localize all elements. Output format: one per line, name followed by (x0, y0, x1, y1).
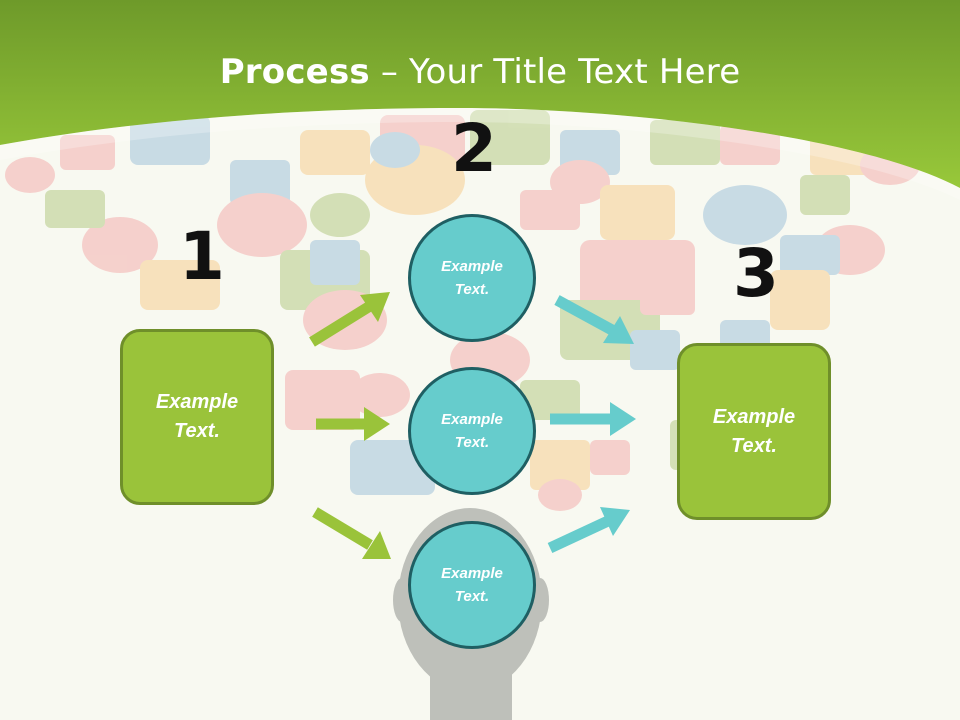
circle-bottom-line1: Example (441, 565, 503, 582)
teal-arrow-right (550, 402, 636, 436)
circle-top-line2: Text. (454, 281, 490, 298)
teal-arrow-up (547, 507, 630, 553)
title-rest: – Your Title Text Here (369, 52, 741, 92)
green-arrow-down (312, 507, 391, 559)
step-number-3: 3 (733, 235, 779, 312)
circle-top: Example Text. (408, 214, 536, 342)
step-number-1: 1 (179, 218, 225, 295)
step-3-box-line1: Example (712, 405, 796, 428)
slide-title: Process – Your Title Text Here (0, 52, 960, 92)
teal-arrow-down (554, 295, 634, 344)
step-1-box-line1: Example (155, 391, 239, 413)
circle-bottom-line2: Text. (454, 588, 490, 605)
green-arrow-right (316, 407, 390, 441)
circle-top-line1: Example (441, 258, 503, 275)
step-3-box: Example Text. (677, 343, 831, 520)
circle-middle-line2: Text. (454, 434, 490, 451)
step-1-box-line2: Text. (174, 420, 220, 442)
circle-middle: Example Text. (408, 367, 536, 495)
step-number-2: 2 (451, 110, 497, 187)
circle-middle-line1: Example (441, 411, 503, 428)
step-1-box: Example Text. (120, 329, 274, 505)
title-bold: Process (219, 52, 370, 92)
circle-bottom: Example Text. (408, 521, 536, 649)
green-arrow-up (309, 292, 390, 347)
step-3-box-line2: Text. (731, 434, 777, 457)
